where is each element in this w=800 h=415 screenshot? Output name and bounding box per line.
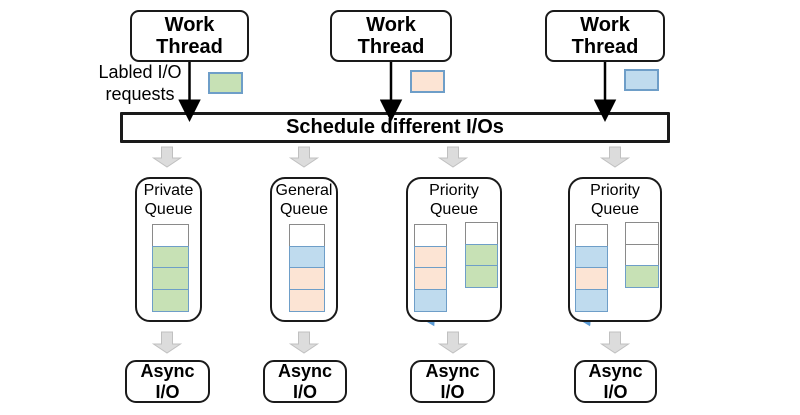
queue-cell-peach <box>575 267 608 290</box>
flow-block-arrows <box>151 146 631 354</box>
queue-to-async-arrow <box>151 331 183 354</box>
queue-to-async-arrow <box>288 331 320 354</box>
queue-box: General Queue <box>270 177 338 322</box>
queue-to-async-arrow <box>437 331 469 354</box>
work-thread-box: Work Thread <box>130 10 249 62</box>
scheduler-to-queue-arrow <box>288 146 320 168</box>
scheduler-to-queue-arrow <box>151 146 183 168</box>
queue-stack <box>465 222 498 288</box>
work-thread-box: Work Thread <box>330 10 452 62</box>
queue-cell-blue <box>414 288 447 312</box>
async-io-label: Async I/O <box>425 361 480 402</box>
queue-cell-blue <box>575 288 608 312</box>
labeled-io-caption: Labled I/O requests <box>98 62 182 104</box>
queue-title: Private Queue <box>143 182 194 218</box>
scheduler-to-queue-arrow <box>437 146 469 168</box>
queue-cell-green <box>465 265 498 288</box>
io-request-swatch-peach <box>410 70 445 93</box>
queue-cell-white <box>152 224 189 247</box>
scheduler-to-queue-arrow <box>599 146 631 168</box>
work-thread-label: Work Thread <box>571 13 639 58</box>
queue-box: Priority Queue <box>568 177 662 322</box>
queue-title: General Queue <box>275 182 333 218</box>
queue-cell-blue <box>289 245 325 269</box>
queue-cell-green <box>152 288 189 312</box>
queue-cell-peach <box>414 245 447 269</box>
queue-box: Priority Queue <box>406 177 502 322</box>
io-request-swatch-blue <box>624 69 659 91</box>
queue-title: Priority Queue <box>429 182 479 218</box>
async-io-box: Async I/O <box>125 360 210 403</box>
queue-cell-white <box>625 222 659 245</box>
queue-stack <box>575 224 608 312</box>
async-io-box: Async I/O <box>410 360 495 403</box>
queue-cell-peach <box>414 267 447 290</box>
queue-cell-white <box>289 224 325 247</box>
queue-cell-white <box>625 243 659 267</box>
queue-stack <box>289 224 325 312</box>
queue-stack <box>414 224 447 312</box>
queue-box: Private Queue <box>135 177 202 322</box>
async-io-label: Async I/O <box>588 361 643 402</box>
scheduler-label: Schedule different I/Os <box>286 116 504 138</box>
async-io-box: Async I/O <box>574 360 657 403</box>
queue-to-async-arrow <box>599 331 631 354</box>
async-io-box: Async I/O <box>263 360 347 403</box>
queue-cell-green <box>625 265 659 288</box>
queue-title: Priority Queue <box>590 182 640 218</box>
queue-cell-green <box>465 243 498 267</box>
io-request-swatch-green <box>208 72 243 94</box>
queue-cell-peach <box>289 267 325 290</box>
work-thread-label: Work Thread <box>156 13 223 58</box>
async-io-label: Async I/O <box>277 361 333 402</box>
queue-cell-peach <box>289 288 325 312</box>
queue-cell-blue <box>575 245 608 269</box>
queue-cell-green <box>152 267 189 290</box>
queue-cell-white <box>465 222 498 245</box>
queue-cell-white <box>414 224 447 247</box>
queue-cell-green <box>152 245 189 269</box>
queue-cell-white <box>575 224 608 247</box>
scheduler-bar: Schedule different I/Os <box>120 112 670 143</box>
work-thread-label: Work Thread <box>357 13 425 58</box>
work-thread-box: Work Thread <box>545 10 665 62</box>
async-io-label: Async I/O <box>140 361 195 402</box>
thread-to-scheduler-arrows <box>178 62 617 122</box>
queue-stack <box>625 222 659 288</box>
queue-stack <box>152 224 189 312</box>
